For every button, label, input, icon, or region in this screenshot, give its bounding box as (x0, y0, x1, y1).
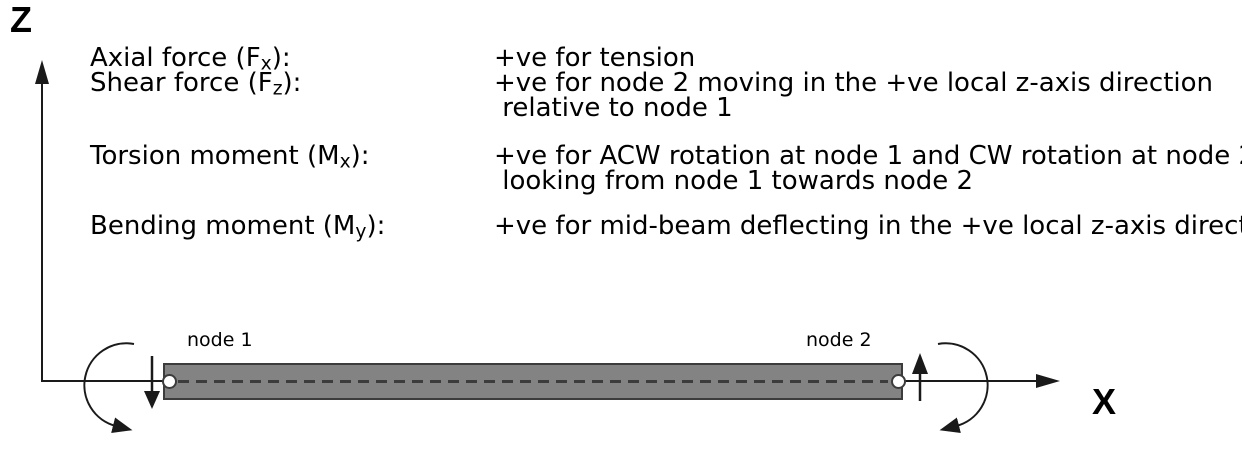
z-axis-arrowhead-icon (35, 60, 49, 84)
term-text: ): (350, 141, 370, 171)
x-axis-label: X (1092, 381, 1117, 422)
torsion-moment-term: Torsion moment (Mx): (90, 141, 370, 173)
term-text: ): (282, 68, 302, 98)
axial-force-description: +ve for tension (494, 43, 696, 73)
description-line: +ve for tension (494, 43, 696, 73)
description-line: +ve for mid-beam deflecting in the +ve l… (494, 211, 1242, 241)
shear-force-description: +ve for node 2 moving in the +ve local z… (494, 68, 1213, 123)
node2-torsion-arc-icon (937, 342, 989, 434)
z-axis-label: Z (10, 0, 32, 40)
node1-label: node 1 (187, 329, 253, 351)
node1-torsion-arc-icon (83, 342, 135, 434)
term-text: Shear force (F (90, 68, 273, 98)
node1-circle (162, 374, 177, 389)
bending-moment-term: Bending moment (My): (90, 211, 386, 243)
term-text: Bending moment (M (90, 211, 356, 241)
term-subscript: y (355, 221, 367, 243)
shear-force-term: Shear force (Fz): (90, 68, 302, 100)
description-line: looking from node 1 towards node 2 (494, 166, 974, 196)
torsion-moment-description: +ve for ACW rotation at node 1 and CW ro… (494, 141, 1242, 196)
term-subscript: x (260, 53, 272, 75)
bending-moment-description: +ve for mid-beam deflecting in the +ve l… (494, 211, 1242, 241)
term-subscript: z (272, 78, 283, 100)
node2-circle (891, 374, 906, 389)
term-text: ): (366, 211, 386, 241)
node2-label: node 2 (806, 329, 872, 351)
description-line: relative to node 1 (494, 93, 733, 123)
term-subscript: x (339, 151, 351, 173)
node2-shear-up-arrow-icon (912, 353, 928, 374)
node1-shear-down-arrow-icon (144, 391, 160, 409)
term-text: Torsion moment (M (90, 141, 340, 171)
x-axis-arrowhead-icon (1036, 374, 1060, 388)
axial-force-term: Axial force (Fx): (90, 43, 291, 75)
description-line: +ve for ACW rotation at node 1 and CW ro… (494, 141, 1242, 171)
term-text: Axial force (F (90, 43, 261, 73)
term-text: ): (271, 43, 291, 73)
description-line: +ve for node 2 moving in the +ve local z… (494, 68, 1213, 98)
